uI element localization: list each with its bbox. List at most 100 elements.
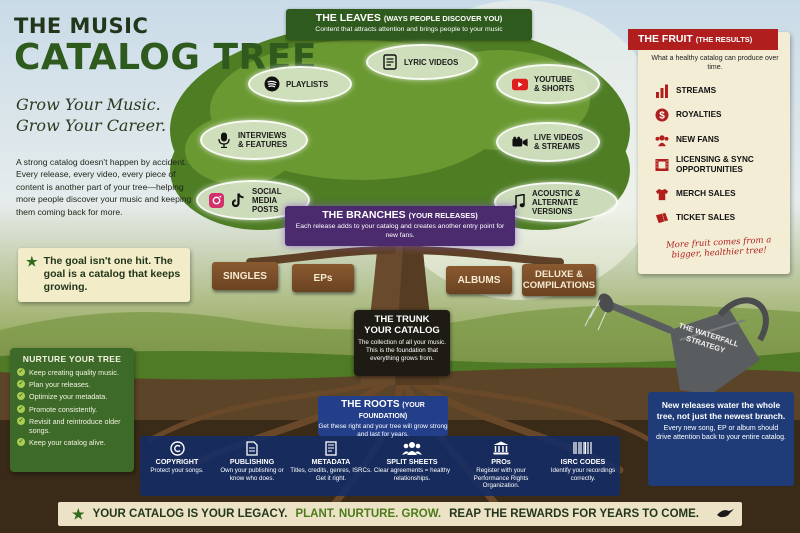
sign-deluxe-label: DELUXE &COMPILATIONS — [523, 269, 595, 291]
root-title: COPYRIGHT — [155, 457, 199, 466]
leaf-label: PLAYLISTS — [286, 79, 329, 89]
roots-heading-sub: (YOUR FOUNDATION) — [358, 402, 425, 420]
sign-singles: SINGLES — [212, 262, 278, 290]
root-title: ISRC CODES — [560, 457, 606, 466]
fruit-panel — [638, 32, 790, 274]
leaf-label: LIVE VIDEOS& STREAMS — [534, 133, 583, 151]
trunk-subtitle: The collection of all your music. This i… — [358, 339, 446, 362]
check-icon: ✓ — [17, 380, 25, 389]
bank-icon — [460, 440, 542, 456]
water-stream — [584, 299, 607, 331]
fruit-label-line: LICENSING & SYNC — [676, 155, 754, 164]
roots-banner: THE ROOTS (YOUR FOUNDATION) Get these ri… — [318, 396, 448, 438]
fruit-streams: STREAMS — [655, 84, 716, 98]
leaf-lyric-videos: LYRIC VIDEOS — [366, 44, 478, 80]
leaf-label-line: INTERVIEWS — [238, 131, 287, 140]
branches-heading: THE BRANCHES — [322, 209, 406, 221]
check-icon: ✓ — [17, 404, 25, 413]
spotify-icon — [264, 76, 280, 92]
nurture-item: ✓Plan your releases. — [17, 380, 127, 389]
release-note-panel: New releases water the whole tree, not j… — [648, 392, 794, 486]
tagline: Grow Your Music. Grow Your Career. — [16, 94, 196, 136]
branches-heading-sub: (YOUR RELEASES) — [408, 211, 478, 220]
nurture-item-text: Revisit and reintroduce older songs. — [29, 416, 121, 435]
people-icon — [370, 440, 454, 456]
root-title: SPLIT SHEETS — [386, 457, 438, 466]
dollar-icon: $ — [655, 108, 669, 122]
root-desc: Register with your Performance Rights Or… — [473, 467, 529, 490]
fruit-banner: THE FRUIT (THE RESULTS) — [628, 29, 778, 50]
sign-deluxe: DELUXE &COMPILATIONS — [522, 264, 596, 296]
roots-subtitle: Get these right and your tree will grow … — [318, 423, 448, 438]
barcode-icon — [550, 440, 616, 456]
leaf-label-line: LIVE VIDEOS — [534, 133, 583, 142]
tagline-line1: Grow Your Music. — [16, 95, 161, 114]
nurture-item: ✓ Revisit and reintroduce older songs. — [17, 416, 127, 435]
branches-banner: THE BRANCHES (YOUR RELEASES) Each releas… — [285, 206, 515, 246]
leaf-label-line: ACOUSTIC & — [532, 188, 581, 198]
sign-albums: ALBUMS — [446, 266, 512, 294]
leaves-heading-sub: (WAYS PEOPLE DISCOVER YOU) — [383, 14, 503, 23]
intro-text: A strong catalog doesn't happen by accid… — [16, 157, 192, 217]
leaf-label: ACOUSTIC &ALTERNATE VERSIONS — [532, 189, 602, 216]
nurture-item: ✓Keep your catalog alive. — [17, 437, 127, 447]
tshirt-icon — [655, 187, 669, 201]
fruit-label: MERCH SALES — [676, 189, 736, 199]
leaf-playlists: PLAYLISTS — [248, 66, 352, 102]
lyric-sheet-icon — [382, 54, 398, 70]
root-title: PROs — [491, 457, 511, 466]
sign-eps: EPs — [292, 264, 354, 292]
star-icon: ★ — [26, 254, 38, 269]
nurture-item-text: Promote consistently. — [29, 404, 98, 414]
fruit-royalties: $ ROYALTIES — [655, 108, 722, 122]
fruit-tickets: TICKET SALES — [655, 211, 735, 225]
release-note-desc: Every new song, EP or album should drive… — [656, 425, 786, 441]
fruit-subtitle: What a healthy catalog can produce over … — [651, 55, 779, 71]
roots-heading: THE ROOTS — [341, 399, 400, 410]
check-icon: ✓ — [17, 416, 25, 425]
root-desc: Clear agreements = healthy relationships… — [373, 467, 451, 482]
nurture-panel: NURTURE YOUR TREE ✓Keep creating quality… — [10, 348, 134, 472]
tiktok-icon — [230, 192, 246, 208]
leaf-label-line: ALTERNATE VERSIONS — [532, 197, 579, 216]
nurture-item-text: Optimize your metadata. — [29, 392, 108, 402]
root-copyright: COPYRIGHT Protect your songs. — [140, 440, 214, 475]
footer-part2: PLANT. NURTURE. GROW. — [295, 508, 442, 520]
leaves-banner: THE LEAVES (WAYS PEOPLE DISCOVER YOU) Co… — [286, 9, 532, 40]
bird-icon — [715, 506, 735, 523]
nurture-item-text: Keep creating quality music. — [29, 368, 119, 377]
root-publishing: PUBLISHING Own your publishing or know w… — [216, 440, 288, 482]
root-title: METADATA — [311, 457, 351, 466]
root-split-sheets: SPLIT SHEETS Clear agreements = healthy … — [370, 440, 454, 482]
nurture-item: ✓ Promote consistently. — [17, 404, 127, 414]
leaf-label-line: & FEATURES — [238, 140, 288, 149]
trunk-heading-2: YOUR CATALOG — [364, 325, 440, 336]
leaf-label-line: SOCIAL MEDIA — [252, 186, 282, 205]
fruit-merch: MERCH SALES — [655, 187, 736, 201]
footer-part3: REAP THE REWARDS FOR YEARS TO COME. — [449, 508, 699, 520]
check-icon: ✓ — [17, 392, 25, 401]
fruit-label: NEW FANS — [676, 135, 720, 145]
copyright-icon — [140, 440, 214, 456]
root-title: PUBLISHING — [229, 457, 275, 466]
leaves-subtitle: Content that attracts attention and brin… — [315, 26, 503, 33]
release-note-title: New releases water the whole tree, not j… — [656, 400, 786, 421]
metadata-sheet-icon — [290, 440, 372, 456]
fruit-heading: THE FRUIT — [638, 33, 693, 45]
leaf-label-line: POSTS — [252, 204, 279, 214]
leaf-interviews: INTERVIEWS& FEATURES — [200, 120, 308, 160]
root-desc: Own your publishing or know who does. — [220, 467, 284, 482]
root-pros: PROs Register with your Performance Righ… — [460, 440, 542, 490]
fruit-label: ROYALTIES — [676, 110, 722, 120]
leaves-heading: THE LEAVES — [315, 12, 381, 24]
root-desc: Titles, credits, genres, ISRCs. Get it r… — [290, 467, 372, 482]
check-icon: ✓ — [17, 437, 25, 446]
sign-label-line: COMPILATIONS — [522, 280, 596, 291]
fruit-label-line: OPPORTUNITIES — [676, 164, 743, 174]
bar-chart-icon — [655, 84, 669, 98]
nurture-item: ✓ Optimize your metadata. — [17, 392, 127, 401]
root-metadata: METADATA Titles, credits, genres, ISRCs.… — [290, 440, 372, 482]
